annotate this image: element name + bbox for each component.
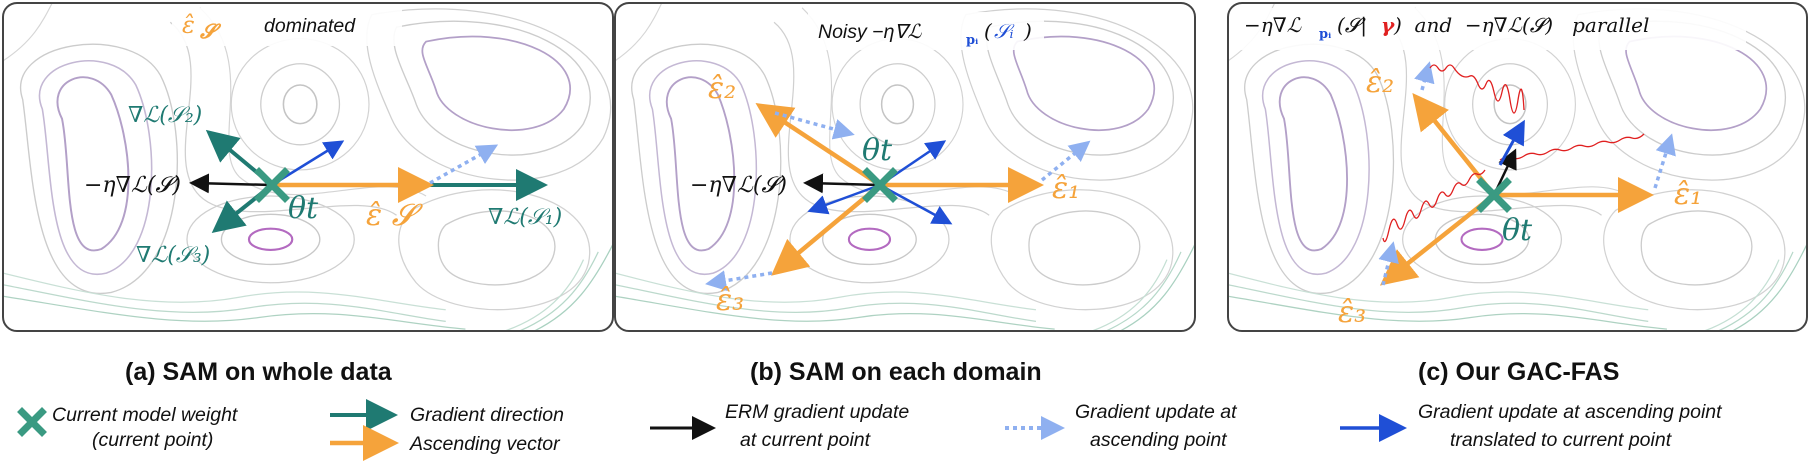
parallel-wave-2 (1499, 133, 1645, 161)
eps1-label-c: ε̂₁ (1674, 177, 1702, 212)
panel-c: −η∇ℒ 𝐩ᵢ (𝓢| γ ) and −η∇ℒ(𝓢) parallel ε̂₂… (1227, 2, 1808, 332)
translated-update-b3 (879, 183, 953, 225)
eps3-arrow (771, 183, 882, 276)
caption-c: (c) Our GAC-FAS (1418, 358, 1619, 386)
panel-c-title-gamma: γ (1381, 13, 1395, 37)
legend-item-gradient-direction: Gradient direction (330, 399, 564, 431)
legend-item-ascending-vector: Ascending vector (330, 425, 561, 461)
eps1-update-arrow (1040, 140, 1091, 182)
panel-b-title-bg (808, 12, 1044, 50)
legend-translated-line2: translated to current point (1450, 429, 1673, 451)
panel-b-title-sub: 𝐩ᵢ (966, 33, 978, 48)
caption-b: (b) SAM on each domain (750, 358, 1042, 386)
eps2-label: ε̂₂ (708, 71, 736, 106)
grad-s1-label: ∇ℒ(𝒮₁) (488, 205, 562, 230)
panel-c-title-sub: 𝐩ᵢ (1319, 27, 1331, 42)
legend-ascending-vector: Ascending vector (409, 433, 561, 455)
legend-ascending-update-line1: Gradient update at (1075, 401, 1238, 423)
legend-erm-line2: at current point (740, 429, 872, 451)
panel-a-border (2, 2, 614, 332)
panel-a-contours (3, 3, 613, 331)
current-point-marker-c (1476, 177, 1512, 213)
erm-update-arrow-b (803, 173, 881, 194)
panel-b-title-s: 𝒮ᵢ (994, 19, 1015, 43)
legend: Current model weight (current point) Gra… (17, 399, 1723, 461)
panel-c-border (1227, 2, 1808, 332)
panel-b-title-close: ) (1023, 19, 1032, 43)
panel-c-contours (1228, 3, 1807, 331)
legend-item-translated-update: Gradient update at ascending point trans… (1340, 401, 1723, 451)
legend-current-weight-line2: (current point) (92, 429, 213, 451)
erm-update-arrow (189, 173, 273, 194)
legend-ascending-update-line2: ascending point (1090, 429, 1228, 451)
eps2-label-c: ε̂₂ (1366, 65, 1394, 100)
panel-b-border (614, 2, 1196, 332)
legend-item-erm-update: ERM gradient update at current point (650, 401, 909, 451)
parallel-wave-3 (1382, 169, 1486, 243)
eps3-arrow-c (1379, 193, 1496, 286)
erm-label: −η∇ℒ(𝓢) (84, 173, 181, 198)
theta-label: θt (288, 191, 319, 226)
panel-b-title-open: ( (984, 19, 993, 43)
ascending-point-update-arrow (429, 144, 499, 185)
parallel-wave-1 (1429, 64, 1525, 114)
eps3-label: ε̂₃ (716, 283, 744, 318)
legend-item-current-weight: Current model weight (current point) (17, 404, 239, 451)
panel-c-title-s: (𝓢| (1337, 13, 1367, 38)
panel-a-title-text: dominated (264, 15, 356, 37)
translated-update-b2 (807, 183, 881, 215)
teal-x-marker-icon (17, 407, 47, 437)
legend-item-ascending-point-update: Gradient update at ascending point (1005, 401, 1238, 451)
legend-gradient-direction: Gradient direction (410, 404, 564, 426)
caption-a: (a) SAM on whole data (125, 358, 393, 386)
eps3-label-c: ε̂₃ (1338, 295, 1366, 330)
eps2-update-arrow-c (1414, 61, 1435, 91)
panel-a: ε̂ 𝓢 dominated ∇ℒ(𝒮₂) −η∇ℒ(𝓢) ∇ℒ(𝒮₃) ∇ℒ(… (2, 2, 614, 332)
eps1-label: ε̂₁ (1052, 171, 1080, 206)
legend-erm-line1: ERM gradient update (725, 401, 909, 423)
theta-label-b: θt (862, 133, 893, 168)
legend-current-weight-line1: Current model weight (52, 404, 239, 426)
panel-c-title-rest: ) and −η∇ℒ(𝓢) parallel (1393, 13, 1649, 37)
current-point-marker (254, 167, 290, 203)
theta-label-c: θt (1502, 213, 1533, 248)
grad-s3-label: ∇ℒ(𝒮₃) (136, 243, 210, 268)
eps3-update-arrow (705, 270, 773, 292)
grad-s2-label: ∇ℒ(𝒮₂) (128, 103, 202, 128)
eps3-update-arrow-c (1378, 241, 1399, 286)
panel-a-title-bg (172, 8, 402, 46)
panel-b: Noisy −η∇ℒ 𝐩ᵢ ( 𝒮ᵢ ) ε̂₂ −η∇ℒ(𝓢) θt ε̂₁ … (614, 2, 1196, 332)
erm-label-b: −η∇ℒ(𝓢) (690, 173, 787, 198)
panel-c-title-bg (1236, 8, 1746, 50)
legend-translated-line1: Gradient update at ascending point (1418, 401, 1723, 423)
eps2-arrow (755, 103, 882, 187)
translated-update-c (1498, 119, 1525, 166)
eps1-update-arrow-c (1653, 133, 1676, 189)
current-point-marker-b (862, 167, 898, 203)
eps-s-label: ε̂ 𝓢 (366, 198, 424, 233)
panel-a-title-eps: ε̂ (182, 11, 195, 39)
panel-c-title-grad: −η∇ℒ (1244, 13, 1302, 37)
panel-b-title-noisy: Noisy −η∇ℒ (818, 21, 922, 43)
